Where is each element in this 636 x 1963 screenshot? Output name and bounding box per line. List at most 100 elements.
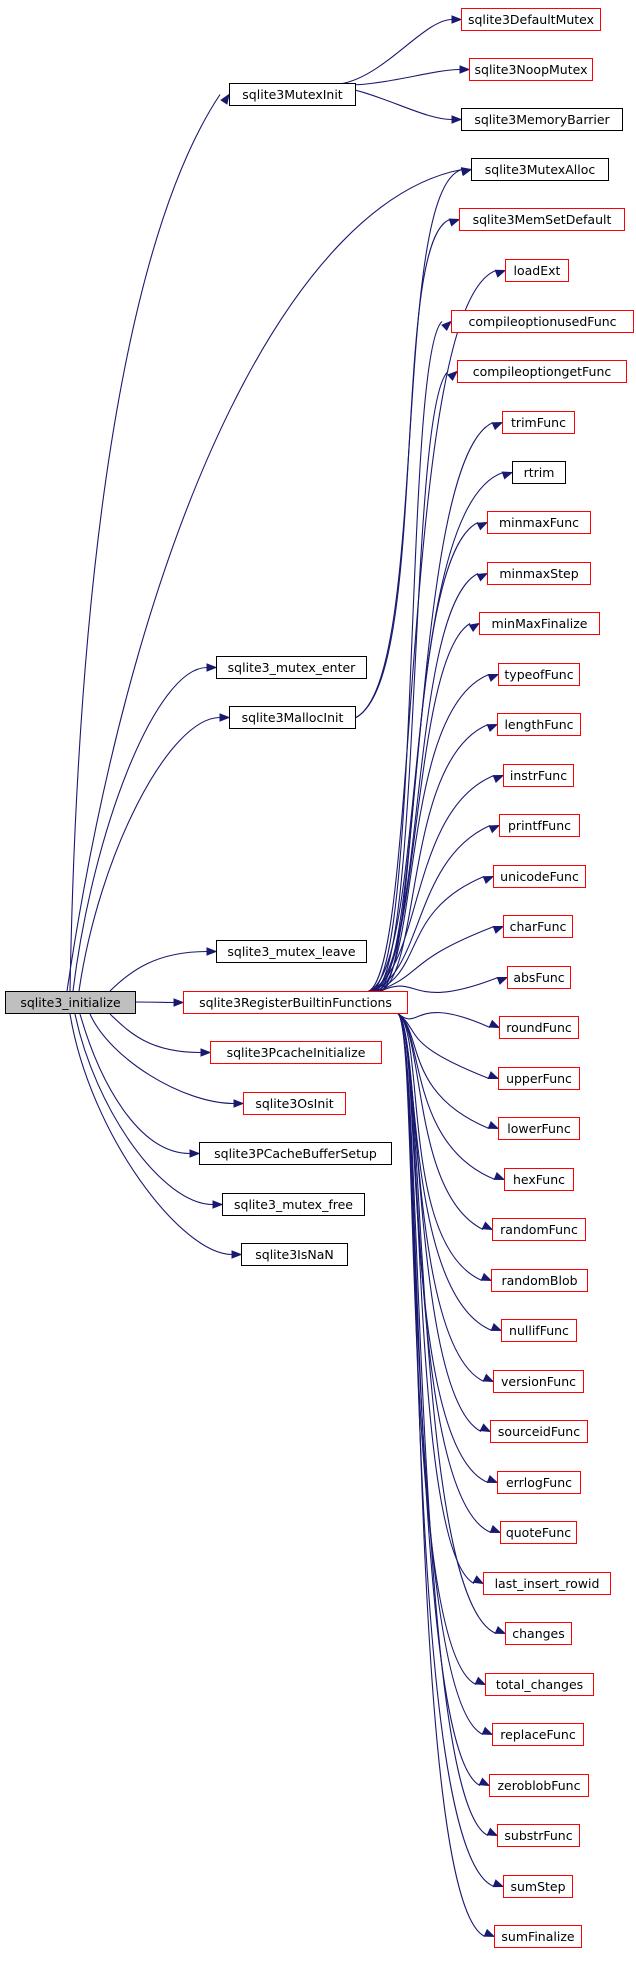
edge-mutexinit-noopmutex-arrowhead (459, 65, 471, 74)
edge-registerbuiltin-sumfin-arrowhead (483, 1928, 496, 1938)
node-errlog[interactable]: errlogFunc (497, 1471, 581, 1494)
edge-registerbuiltin-minmaxfin-arrowhead (468, 622, 481, 633)
node-random[interactable]: randomFunc (492, 1218, 586, 1241)
edge-mutexinit-membarrier-arrowhead (451, 115, 463, 124)
node-noopmutex[interactable]: sqlite3NoopMutex (469, 58, 593, 81)
node-isnan[interactable]: sqlite3IsNaN (241, 1243, 348, 1266)
node-printf[interactable]: printfFunc (499, 814, 580, 837)
edge-registerbuiltin-sumfin (397, 1013, 486, 1938)
node-substr[interactable]: substrFunc (497, 1824, 580, 1847)
edge-registerbuiltin-length-arrowhead (486, 723, 499, 733)
edge-initialize-mallocinit-arrowhead (219, 713, 231, 722)
edge-initialize-bufsetup (79, 1013, 191, 1155)
node-mutex-leave[interactable]: sqlite3_mutex_leave (216, 940, 367, 963)
edge-registerbuiltin-printf (370, 824, 491, 993)
node-lastrowid[interactable]: last_insert_rowid (483, 1572, 611, 1595)
edge-registerbuiltin-unicode-arrowhead (482, 875, 495, 885)
edge-registerbuiltin-substr-arrowhead (486, 1827, 499, 1837)
node-osinit[interactable]: sqlite3OsInit (243, 1092, 346, 1115)
edge-registerbuiltin-typeof (376, 673, 490, 993)
edge-registerbuiltin-hex-arrowhead (493, 1172, 506, 1181)
edge-initialize-mutexalloc (66, 168, 463, 992)
node-replace[interactable]: replaceFunc (492, 1723, 584, 1746)
edge-initialize-osinit (89, 1013, 235, 1105)
node-changes[interactable]: changes (505, 1622, 572, 1645)
node-loadext[interactable]: loadExt (505, 259, 569, 282)
edge-mutexinit-defaultmutex-arrowhead (451, 15, 463, 24)
edge-registerbuiltin-round (397, 1012, 491, 1029)
edge-registerbuiltin-loadext-arrowhead (494, 269, 507, 278)
node-version[interactable]: versionFunc (493, 1370, 584, 1393)
edge-registerbuiltin-minmaxs (370, 573, 479, 993)
edge-registerbuiltin-minmaxfin (373, 623, 471, 993)
node-instr[interactable]: instrFunc (503, 764, 574, 787)
node-membarrier[interactable]: sqlite3MemoryBarrier (461, 108, 623, 131)
node-randblob[interactable]: randomBlob (491, 1269, 588, 1292)
node-mutexinit[interactable]: sqlite3MutexInit (229, 83, 356, 106)
node-rtrim[interactable]: rtrim (512, 461, 566, 484)
edge-initialize-pcacheinit (109, 1013, 202, 1054)
node-defaultmutex[interactable]: sqlite3DefaultMutex (461, 8, 601, 31)
node-lower[interactable]: lowerFunc (498, 1117, 580, 1140)
node-minmaxf[interactable]: minmaxFunc (487, 511, 591, 534)
edge-registerbuiltin-substr (397, 1013, 489, 1836)
edge-registerbuiltin-replace-arrowhead (481, 1726, 494, 1736)
edge-registerbuiltin-zeroblob-arrowhead (478, 1777, 491, 1787)
edge-registerbuiltin-abs-arrowhead (496, 977, 509, 985)
edge-initialize-pcacheinit-arrowhead (200, 1048, 212, 1057)
node-cou[interactable]: compileoptionusedFunc (451, 310, 634, 333)
edge-mallocinit-mutexalloc-arrowhead (460, 167, 473, 177)
edge-registerbuiltin-randblob (397, 1013, 483, 1282)
edge-registerbuiltin-cou-arrowhead (441, 320, 453, 332)
node-round[interactable]: roundFunc (499, 1016, 579, 1039)
edge-registerbuiltin-printf-arrowhead (488, 824, 501, 834)
edge-initialize-mutexinit-arrowhead (220, 93, 230, 105)
node-minmaxfin[interactable]: minMaxFinalize (479, 612, 600, 635)
node-mutex-free[interactable]: sqlite3_mutex_free (222, 1193, 365, 1216)
node-minmaxs[interactable]: minmaxStep (487, 562, 591, 585)
node-length[interactable]: lengthFunc (497, 713, 581, 736)
node-trim[interactable]: trimFunc (502, 411, 575, 434)
node-quote[interactable]: quoteFunc (500, 1521, 577, 1544)
edge-registerbuiltin-lower-arrowhead (487, 1120, 500, 1130)
node-memsetdefault[interactable]: sqlite3MemSetDefault (459, 208, 625, 231)
node-zeroblob[interactable]: zeroblobFunc (489, 1774, 589, 1797)
node-registerbuiltin[interactable]: sqlite3RegisterBuiltinFunctions (183, 991, 408, 1014)
node-hex[interactable]: hexFunc (504, 1168, 574, 1191)
edge-registerbuiltin-changes-arrowhead (494, 1625, 507, 1635)
node-upper[interactable]: upperFunc (498, 1067, 580, 1090)
edge-initialize-isnan (69, 1013, 233, 1256)
edge-initialize-bufsetup-arrowhead (189, 1149, 201, 1158)
edge-initialize-mutexinit (69, 94, 221, 992)
node-sourceid[interactable]: sourceidFunc (490, 1420, 588, 1443)
edge-registerbuiltin-random (397, 1013, 484, 1230)
node-sumfin[interactable]: sumFinalize (494, 1925, 582, 1948)
edge-registerbuiltin-randblob-arrowhead (480, 1272, 493, 1282)
node-mutex-enter[interactable]: sqlite3_mutex_enter (216, 656, 367, 679)
node-char[interactable]: charFunc (503, 915, 573, 938)
edge-registerbuiltin-instr (367, 774, 495, 993)
edge-initialize-registerbuiltin (135, 1001, 175, 1004)
node-mutexalloc[interactable]: sqlite3MutexAlloc (471, 158, 609, 181)
node-bufsetup[interactable]: sqlite3PCacheBufferSetup (199, 1142, 392, 1165)
edge-registerbuiltin-char-arrowhead (492, 926, 505, 934)
edge-initialize-isnan-arrowhead (231, 1250, 243, 1259)
node-typeof[interactable]: typeofFunc (498, 663, 580, 686)
edge-registerbuiltin-minmaxf-arrowhead (476, 521, 489, 531)
node-unicode[interactable]: unicodeFunc (493, 865, 586, 888)
edge-registerbuiltin-sourceid-arrowhead (479, 1423, 492, 1433)
node-totchanges[interactable]: total_changes (485, 1673, 594, 1696)
edge-initialize-mutex-leave-arrowhead (206, 947, 218, 956)
node-cog[interactable]: compileoptiongetFunc (457, 360, 627, 383)
edge-registerbuiltin-round-arrowhead (488, 1019, 501, 1029)
node-sumstep[interactable]: sumStep (503, 1875, 573, 1898)
edge-registerbuiltin-upper-arrowhead (487, 1071, 500, 1080)
node-nullif[interactable]: nullifFunc (501, 1319, 577, 1342)
node-initialize[interactable]: sqlite3_initialize (5, 991, 136, 1014)
edge-registerbuiltin-trim (376, 421, 494, 993)
node-abs[interactable]: absFunc (507, 966, 571, 989)
node-mallocinit[interactable]: sqlite3MallocInit (229, 706, 356, 729)
node-pcacheinit[interactable]: sqlite3PcacheInitialize (210, 1041, 382, 1064)
